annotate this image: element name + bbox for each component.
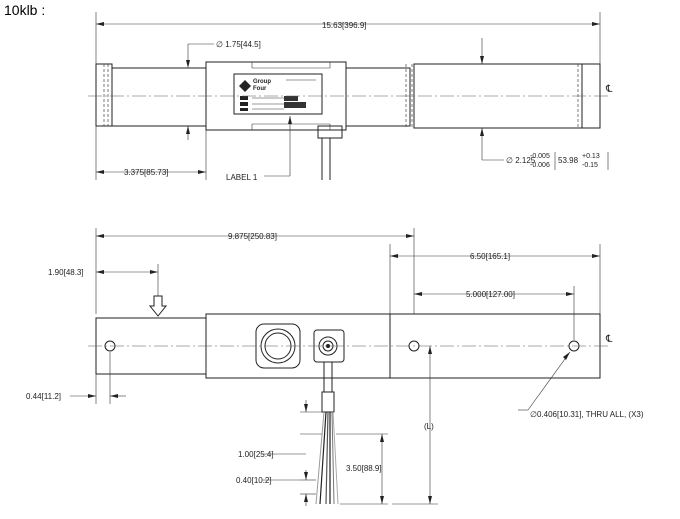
top-centerline-symbol: ℄ [605, 84, 613, 95]
hole-callout: ∅0.406[10.31], THRU ALL, (X3) [530, 410, 644, 419]
dim-044-label: 0.44[11.2] [26, 392, 61, 401]
page-title: 10klb : [4, 2, 46, 18]
side-centerline-symbol: ℄ [605, 334, 613, 345]
side-view: 9.875[250.83] 6.50[165.1] 5.000[127.00] … [26, 228, 644, 506]
top-view: 15.63[396.9] ∅ 1.75[44.5] Group Four [88, 12, 613, 182]
group-four-logo-icon [239, 80, 251, 92]
cable-sleeve [321, 391, 335, 413]
dim-l-label: (L) [424, 422, 434, 431]
right-shaft-inner [345, 67, 411, 127]
cable-wires [315, 411, 339, 505]
diameter-small-label: ∅ 1.75[44.5] [216, 40, 261, 49]
overall-length-label: 15.63[396.9] [322, 21, 367, 30]
tolerance-lower-mm: -0.15 [582, 162, 598, 169]
dim-040-label: 0.40[10.2] [236, 476, 272, 485]
brand-line-2: Four [253, 86, 267, 92]
tolerance-upper: -0.005 [530, 153, 550, 160]
dim-190-label: 1.90[48.3] [48, 268, 84, 277]
diameter-large-mm: 53.98 [558, 156, 579, 165]
dim-100-label: 1.00[25.4] [238, 450, 274, 459]
dim-350-label: 3.50[88.9] [346, 464, 382, 473]
brand-line-1: Group [253, 79, 271, 85]
load-arrow-icon [148, 295, 168, 317]
diameter-large-label: ∅ 2.125 [506, 156, 536, 165]
left-shaft [111, 67, 207, 127]
dim-5000-label: 5.000[127.00] [466, 290, 515, 299]
label-plate [233, 73, 323, 115]
label-1-callout: LABEL 1 [226, 173, 258, 182]
tolerance-lower: -0.006 [530, 162, 550, 169]
left-length-label: 3.375[85.73] [124, 168, 169, 177]
dim-650-label: 6.50[165.1] [470, 252, 510, 261]
tolerance-upper-mm: +0.13 [582, 153, 600, 160]
length-9875-label: 9.875[250.83] [228, 232, 277, 241]
